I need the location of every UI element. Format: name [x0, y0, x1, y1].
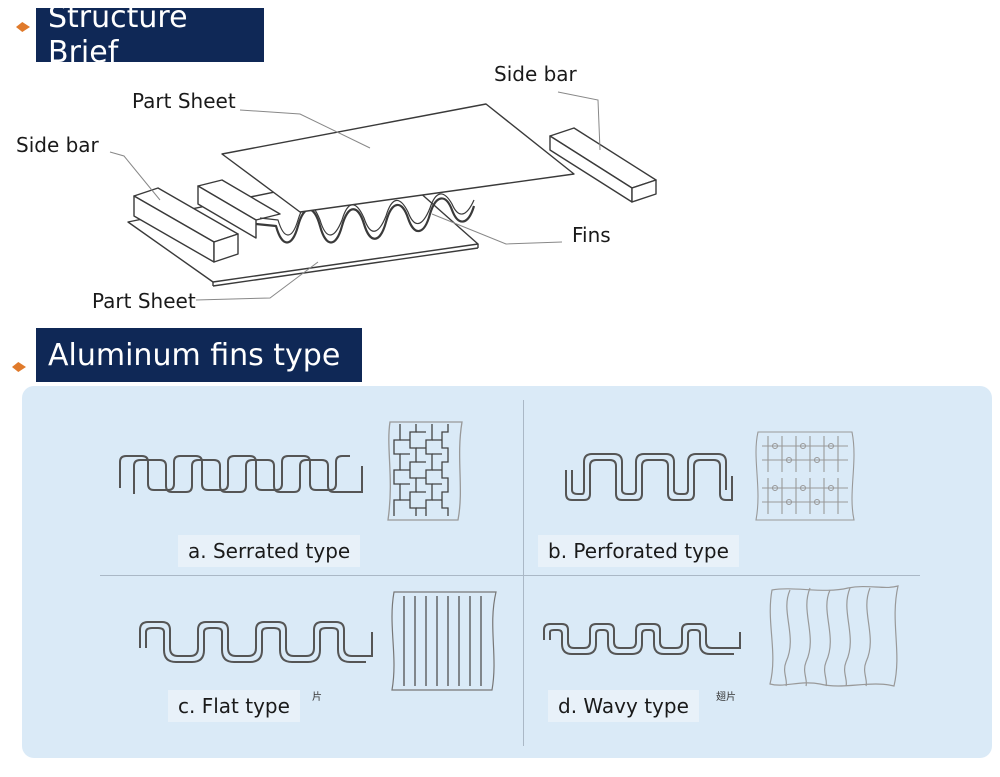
panel-horizontal-divider	[100, 575, 920, 576]
wavy-fin-pattern	[769, 585, 899, 687]
top-part-sheet	[221, 103, 575, 213]
perforated-fin-pattern	[755, 431, 855, 521]
aluminum-fins-title: Aluminum fins type	[36, 328, 362, 382]
label-side-bar-left: Side bar	[16, 133, 99, 157]
section-bullet-icon	[16, 22, 30, 32]
label-side-bar-right: Side bar	[494, 62, 577, 86]
section-bullet-icon	[12, 362, 26, 372]
leader-side-bar-right	[557, 91, 601, 151]
fin-label-serrated: a. Serrated type	[178, 535, 361, 567]
wavy-fin-stray-mark: 翅片	[716, 692, 736, 703]
plate-fin-exploded-diagram	[109, 91, 657, 301]
flat-fin-stray-mark: 片	[312, 692, 322, 703]
panel-vertical-divider	[523, 400, 524, 746]
leader-part-sheet-bottom	[195, 261, 319, 301]
label-part-sheet-bottom: Part Sheet	[92, 289, 196, 313]
fin-label-perforated: b. Perforated type	[538, 535, 739, 567]
leader-side-bar-left	[109, 151, 161, 201]
flat-fin-pattern	[391, 591, 497, 691]
serrated-fin-pattern	[387, 421, 463, 521]
leader-fins	[431, 213, 563, 245]
fin-label-flat: c. Flat type	[168, 690, 300, 722]
leader-part-sheet-top	[239, 109, 371, 149]
label-part-sheet-top: Part Sheet	[132, 89, 236, 113]
fin-label-wavy: d. Wavy type	[548, 690, 699, 722]
label-fins: Fins	[572, 223, 611, 247]
